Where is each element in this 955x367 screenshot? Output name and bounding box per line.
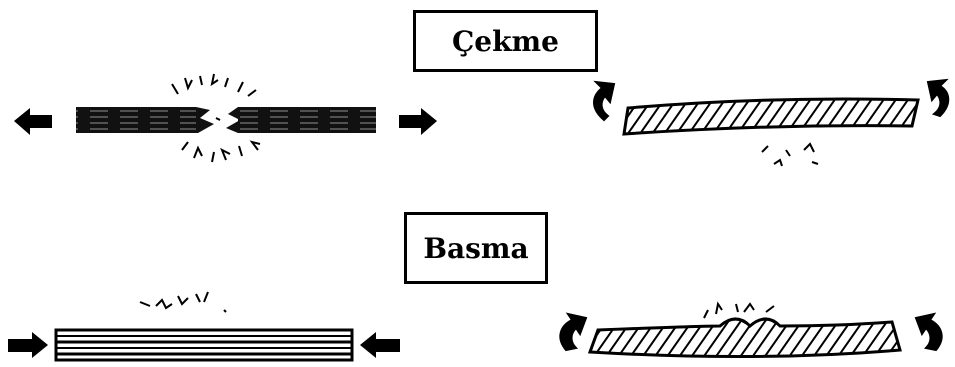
fracture-debris-icon [703, 301, 775, 319]
compression-label: Basma [423, 231, 529, 265]
bar-right-half [238, 107, 376, 133]
tension-label: Çekme [452, 24, 559, 58]
right-arrow-icon [8, 332, 48, 358]
curved-arrow-icon [593, 80, 616, 122]
compression-axial-specimen [8, 291, 400, 362]
compression-label-box: Basma [404, 212, 548, 284]
fracture-debris-icon [761, 142, 819, 167]
compression-bending-specimen [559, 301, 943, 359]
right-arrow-icon [399, 108, 437, 135]
tension-bending-specimen [593, 78, 950, 167]
curved-arrow-icon [926, 78, 950, 118]
curved-arrow-icon [559, 312, 588, 352]
left-arrow-icon [360, 332, 400, 358]
bar-left-half [76, 107, 196, 133]
fracture-debris-icon [171, 73, 261, 163]
tension-label-box: Çekme [413, 10, 598, 72]
curved-arrow-icon [914, 312, 943, 352]
bent-beam [587, 317, 902, 359]
tension-axial-specimen [14, 73, 437, 163]
left-arrow-icon [14, 108, 52, 135]
bent-beam [622, 97, 920, 136]
fracture-debris-icon [139, 291, 227, 313]
